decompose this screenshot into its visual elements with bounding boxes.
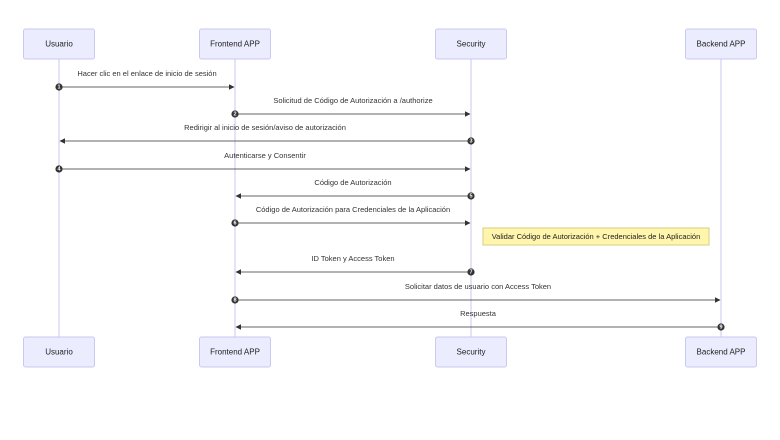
actor-security-bottom: Security bbox=[435, 336, 507, 368]
sequence-number: 7 bbox=[469, 269, 472, 275]
message-3: Redirigir al inicio de sesión/aviso de a… bbox=[59, 123, 475, 145]
actor-security-top: Security bbox=[435, 28, 507, 60]
message-label: Hacer clic en el enlace de inicio de ses… bbox=[77, 69, 216, 78]
actor-box bbox=[23, 28, 95, 60]
message-7: ID Token y Access Token 7 bbox=[235, 254, 475, 276]
actor-box bbox=[435, 28, 507, 60]
sequence-number: 2 bbox=[233, 111, 236, 117]
actor-backend-top: Backend APP bbox=[685, 28, 757, 60]
actor-label: Backend APP bbox=[697, 40, 746, 49]
message-label: Solicitar datos de usuario con Access To… bbox=[405, 282, 551, 291]
actor-label: Usuario bbox=[45, 40, 73, 49]
actor-box bbox=[199, 336, 271, 368]
sequence-number: 6 bbox=[233, 220, 236, 226]
sequence-number-badge bbox=[467, 268, 475, 276]
actor-usuario-top: Usuario bbox=[23, 28, 95, 60]
message-1: Hacer clic en el enlace de inicio de ses… bbox=[55, 69, 235, 91]
actor-box bbox=[23, 336, 95, 368]
message-5: Código de Autorización 5 bbox=[235, 178, 475, 200]
actor-label: Backend APP bbox=[697, 348, 746, 357]
sequence-number-badge bbox=[467, 192, 475, 200]
actor-label: Security bbox=[457, 40, 486, 49]
message-label: Código de Autorización para Credenciales… bbox=[256, 205, 450, 214]
sequence-number: 8 bbox=[233, 297, 236, 303]
sequence-number: 5 bbox=[469, 193, 472, 199]
message-label: Respuesta bbox=[460, 309, 497, 318]
actor-backend-bottom: Backend APP bbox=[685, 336, 757, 368]
actor-box bbox=[199, 28, 271, 60]
message-label: ID Token y Access Token bbox=[311, 254, 394, 263]
note-box bbox=[482, 227, 710, 246]
sequence-number-badge bbox=[467, 137, 475, 145]
actor-label: Frontend APP bbox=[210, 40, 260, 49]
sequence-number: 3 bbox=[469, 138, 472, 144]
message-4: Autenticarse y Consentir 4 bbox=[55, 151, 471, 173]
actor-frontend-top: Frontend APP bbox=[199, 28, 271, 60]
actor-label: Usuario bbox=[45, 348, 73, 357]
message-label: Redirigir al inicio de sesión/aviso de a… bbox=[184, 123, 346, 132]
message-label: Solicitud de Código de Autorización a /a… bbox=[273, 96, 432, 105]
actor-label: Frontend APP bbox=[210, 348, 260, 357]
sequence-number-badge bbox=[231, 219, 239, 227]
sequence-number-badge bbox=[55, 165, 63, 173]
actor-box bbox=[435, 336, 507, 368]
actor-frontend-bottom: Frontend APP bbox=[199, 336, 271, 368]
actor-label: Security bbox=[457, 348, 486, 357]
message-label: Código de Autorización bbox=[314, 178, 391, 187]
sequence-number-badge bbox=[231, 296, 239, 304]
sequence-number-badge bbox=[55, 83, 63, 91]
note-security: Validar Código de Autorización + Credenc… bbox=[482, 227, 710, 246]
message-6: Código de Autorización para Credenciales… bbox=[231, 205, 471, 227]
message-9: Respuesta 9 bbox=[235, 309, 725, 331]
sequence-number-badge bbox=[717, 323, 725, 331]
message-2: Solicitud de Código de Autorización a /a… bbox=[231, 96, 471, 118]
note-label: Validar Código de Autorización + Credenc… bbox=[492, 232, 701, 241]
sequence-number: 9 bbox=[719, 324, 722, 330]
sequence-number: 4 bbox=[57, 166, 61, 172]
actor-usuario-bottom: Usuario bbox=[23, 336, 95, 368]
sequence-number-badge bbox=[231, 110, 239, 118]
message-8: Solicitar datos de usuario con Access To… bbox=[231, 282, 721, 304]
sequence-number: 1 bbox=[57, 84, 60, 90]
actor-box bbox=[685, 336, 757, 368]
message-label: Autenticarse y Consentir bbox=[224, 151, 306, 160]
actor-box bbox=[685, 28, 757, 60]
